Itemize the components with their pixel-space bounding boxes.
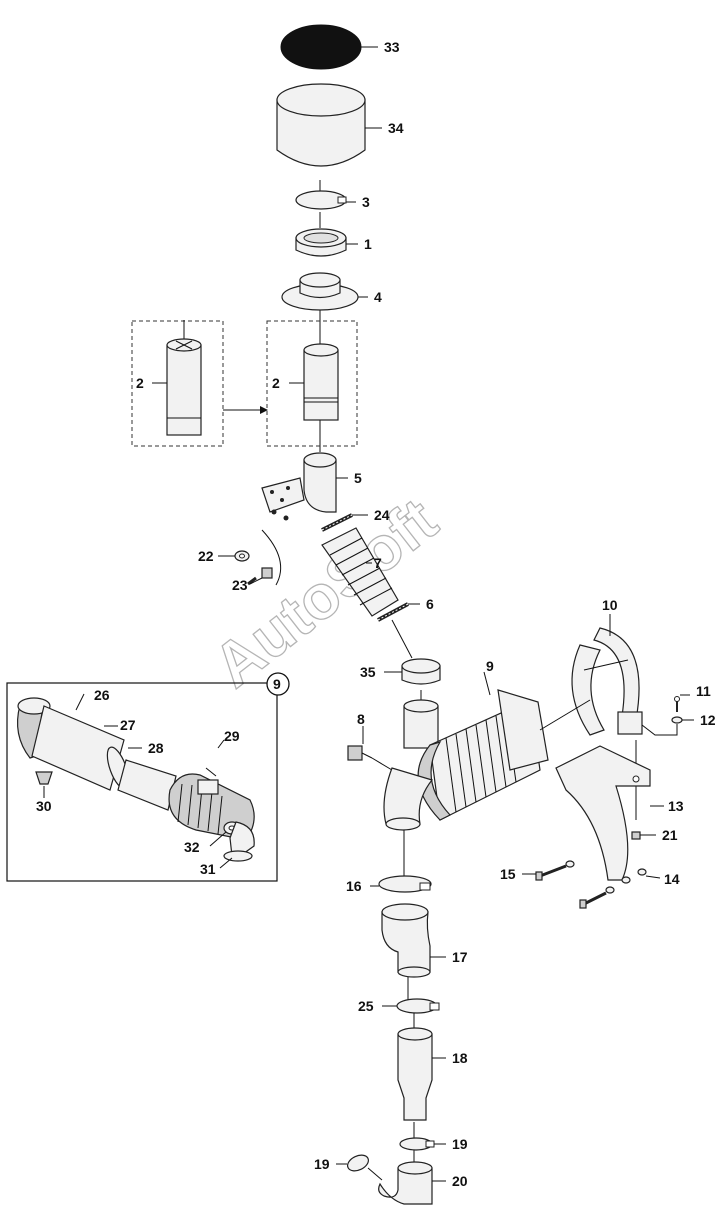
callout-5: 5 (354, 470, 362, 486)
part-15-bolts (535, 860, 615, 909)
part-16-clamp (378, 875, 432, 893)
callout-25: 25 (358, 998, 374, 1014)
callout-30: 30 (36, 798, 52, 814)
callout-13: 13 (668, 798, 684, 814)
callout-10: 10 (602, 597, 618, 613)
part-11-bolt (674, 696, 680, 712)
part-6-clamp-band (377, 602, 409, 622)
callout-32: 32 (184, 839, 200, 855)
callout-9-main: 9 (486, 658, 494, 674)
callout-28: 28 (148, 740, 164, 756)
callout-19-upper: 19 (452, 1136, 468, 1152)
part-18-reducer-tube (397, 1027, 433, 1121)
leader-line (367, 1167, 383, 1181)
part-20-bottom-elbow (378, 1161, 433, 1205)
callout-33: 33 (384, 39, 400, 55)
callout-31: 31 (200, 861, 216, 877)
callout-19-lower: 19 (314, 1156, 330, 1172)
callout-17: 17 (452, 949, 468, 965)
part-10-mounting-band (571, 627, 643, 736)
part-9-air-cleaner-assembly (403, 689, 549, 821)
part-14-washers (621, 868, 647, 884)
callout-14: 14 (664, 871, 680, 887)
filter-option-box-right (266, 320, 358, 447)
inset-callout-9: 9 (266, 672, 290, 696)
callout-21: 21 (662, 827, 678, 843)
leader-line (641, 724, 678, 736)
part-33-cap-disc (280, 24, 362, 70)
callout-2-right: 2 (272, 375, 280, 391)
part-22-washer (234, 550, 250, 562)
callout-11: 11 (696, 683, 711, 699)
callout-6: 6 (426, 596, 434, 612)
part-3-clamp (295, 190, 347, 210)
part-27-housing-tube (31, 705, 125, 791)
part-34-precleaner-bowl (276, 83, 366, 167)
part-25-clamp (396, 998, 440, 1014)
part-12-washer (671, 716, 683, 724)
part-30-drain-valve (35, 771, 53, 785)
callout-12: 12 (700, 712, 716, 728)
leader-line (539, 699, 591, 731)
part-21-nut (631, 831, 641, 840)
svg-text:9: 9 (273, 676, 281, 692)
part-7-corrugated-hose (321, 527, 399, 617)
callout-22: 22 (198, 548, 214, 564)
outlet-elbow (383, 767, 434, 831)
callout-7: 7 (374, 555, 382, 571)
hardware-leader-arc (261, 529, 282, 586)
callout-8: 8 (357, 711, 365, 727)
axis-line (391, 619, 413, 659)
callout-16: 16 (346, 878, 362, 894)
part-19-clamp-upper (399, 1137, 435, 1151)
callout-15: 15 (500, 866, 516, 882)
callout-4: 4 (374, 289, 382, 305)
callout-18: 18 (452, 1050, 468, 1066)
part-4-funnel (281, 272, 359, 311)
part-19-clamp-lower (347, 1154, 369, 1172)
callout-35: 35 (360, 664, 376, 680)
callout-20: 20 (452, 1173, 468, 1189)
part-8-fitting (347, 745, 373, 761)
part-5-elbow-housing (261, 452, 337, 521)
callout-24: 24 (374, 507, 390, 523)
part-23-bolt (247, 567, 273, 586)
callout-23: 23 (232, 577, 248, 593)
inset-frame (6, 682, 278, 882)
part-24-clamp-band (321, 513, 353, 532)
part-2-filter-element (303, 343, 339, 421)
part-17-offset-elbow (381, 903, 431, 978)
callout-29: 29 (224, 728, 240, 744)
part-35-sleeve (401, 658, 441, 685)
inset-filter-element (117, 759, 177, 811)
part-2-filter-element-alt (166, 320, 202, 436)
callout-26: 26 (94, 687, 110, 703)
part-1-ring-adapter (295, 228, 347, 257)
callout-3: 3 (362, 194, 370, 210)
callout-34: 34 (388, 120, 404, 136)
filter-option-box-left (131, 320, 224, 447)
replacement-arrow (223, 406, 268, 414)
callout-27: 27 (120, 717, 136, 733)
callout-2-left: 2 (136, 375, 144, 391)
callout-1: 1 (364, 236, 372, 252)
